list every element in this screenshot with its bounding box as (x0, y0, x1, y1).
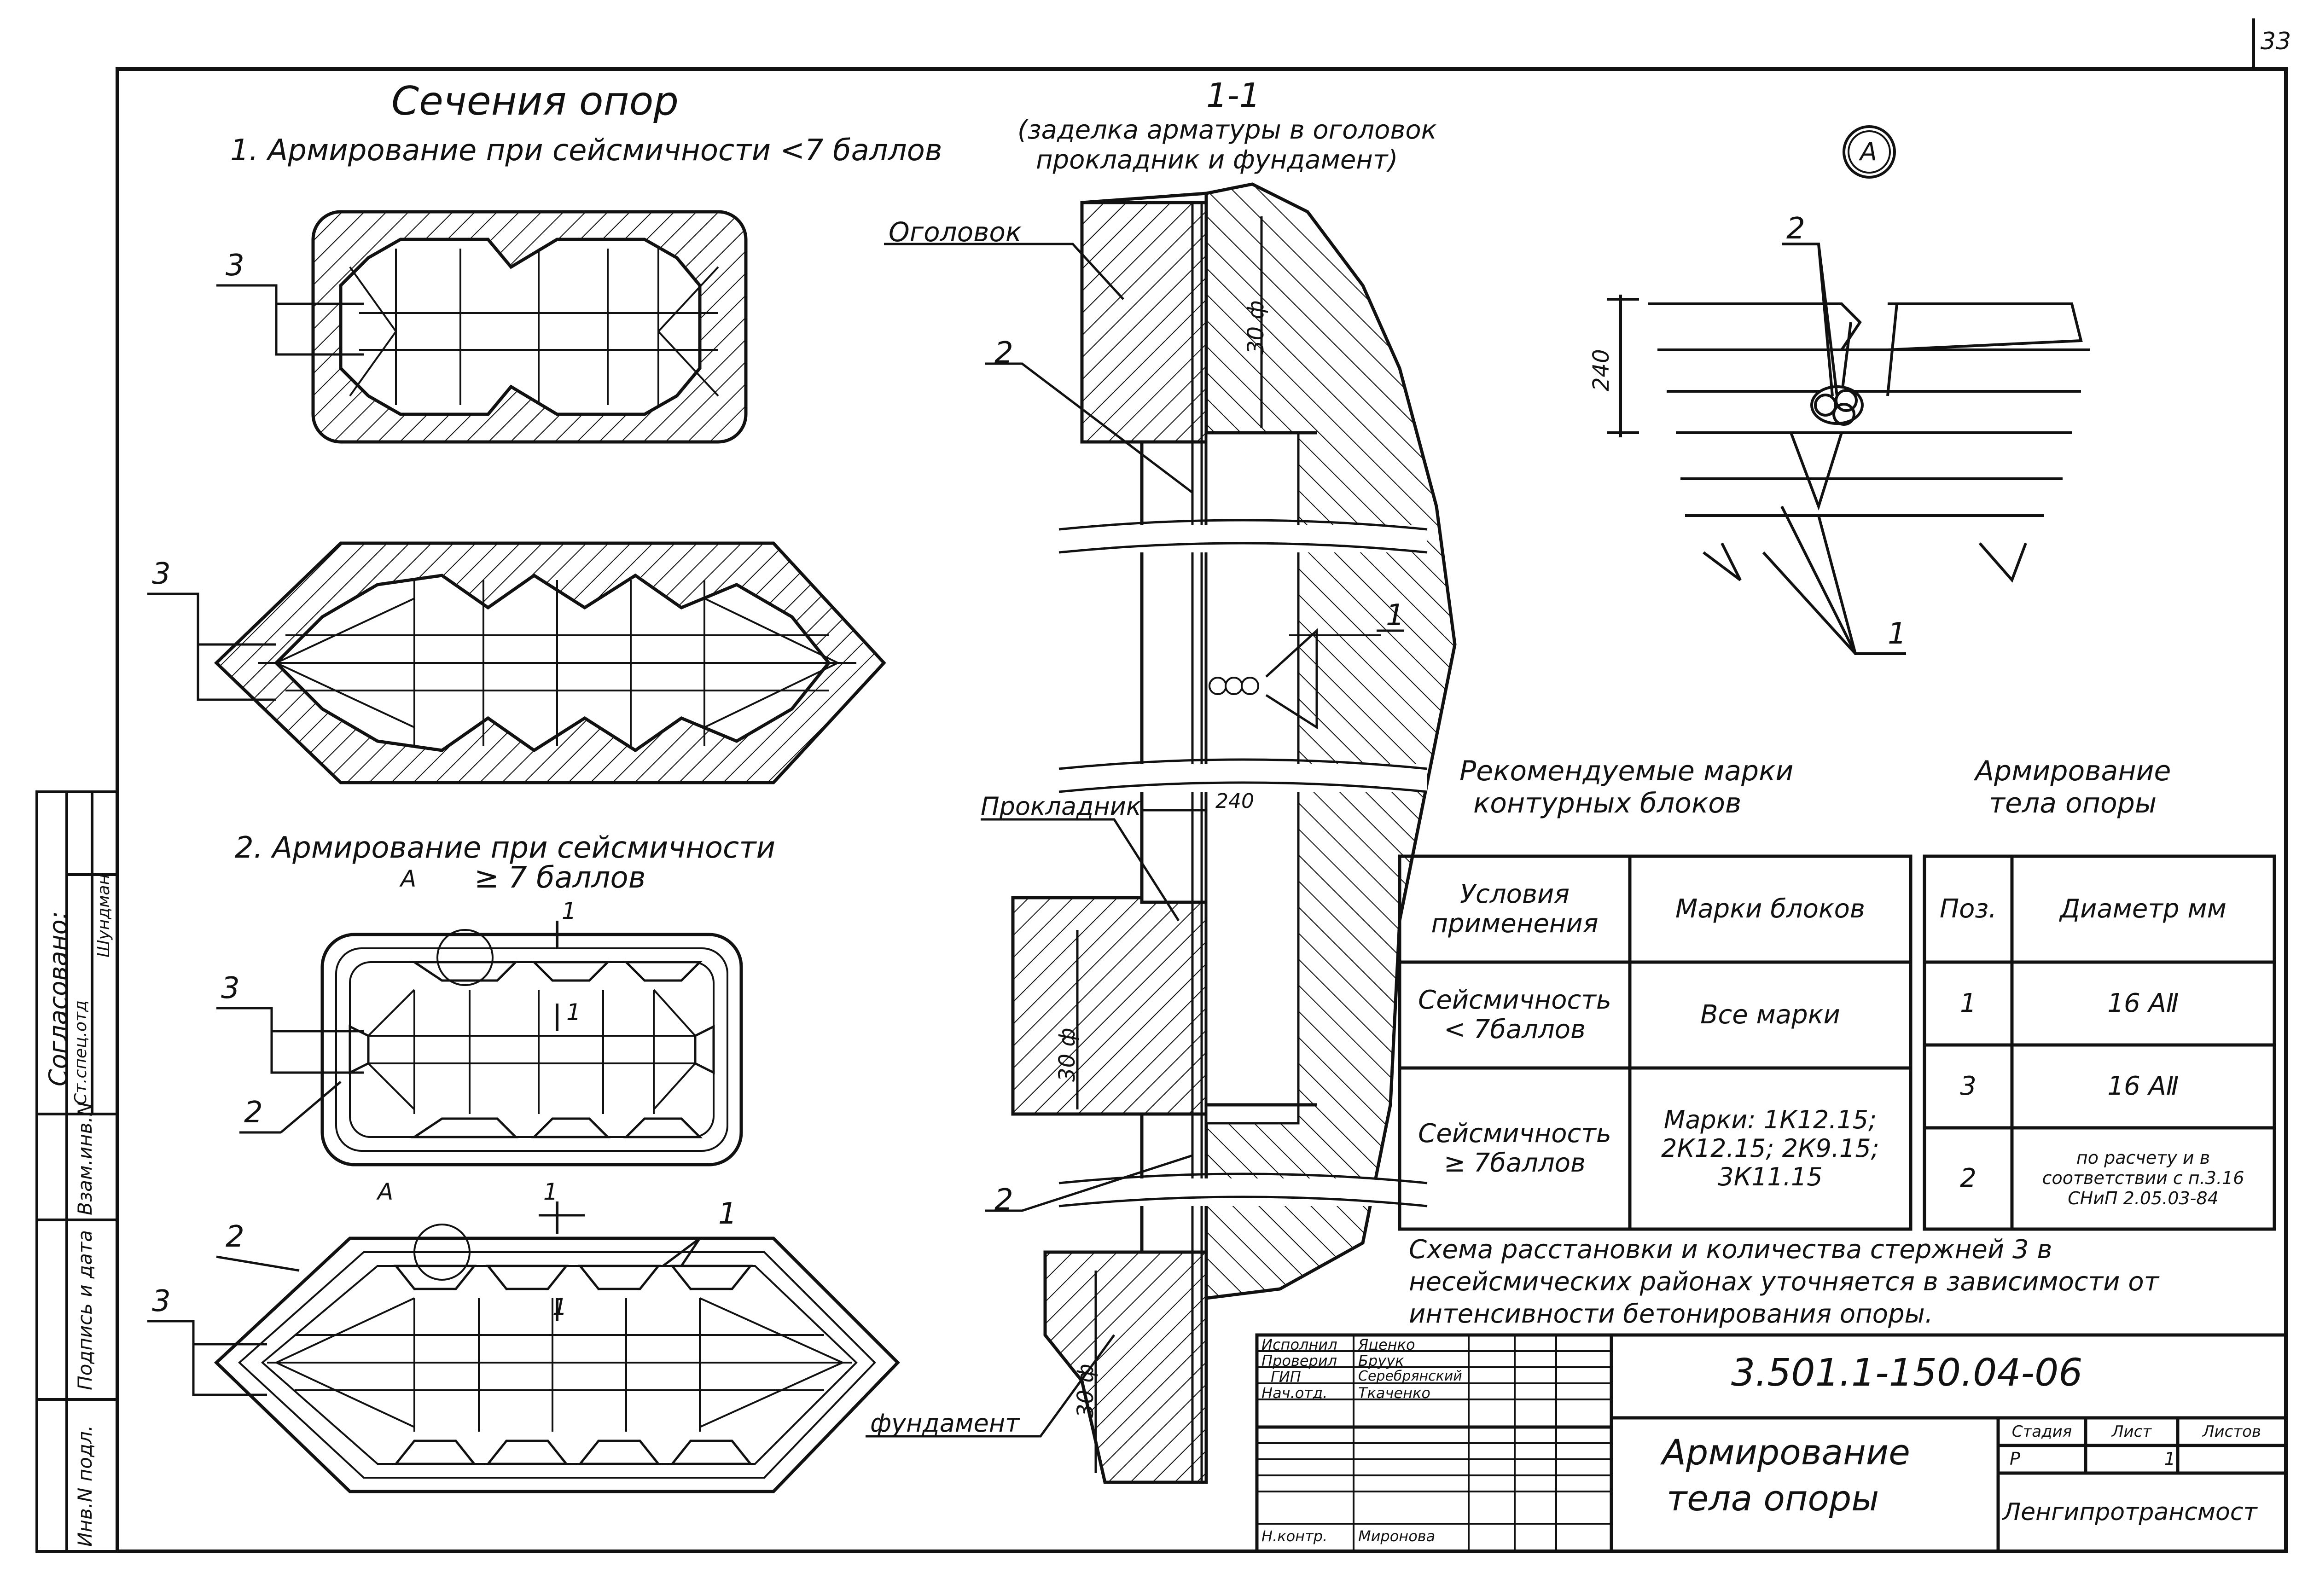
rec-title-1: Рекомендуемые марки (1459, 755, 1794, 787)
table-rebar-grid (1923, 854, 2276, 1231)
label-fundament: фундамент (870, 1409, 1020, 1438)
tb-title-1: Армирование (1662, 1432, 1910, 1473)
t1-r1-cond: Сейсмичность < 7баллов (1418, 985, 1611, 1045)
t1-r2-marks: Марки: 1К12.15; 2К12.15; 2К9.15; 3К11.15 (1661, 1105, 1879, 1192)
tb-role-4: Н.контр. (1261, 1527, 1328, 1545)
tb-drawing-code: 3.501.1-150.04-06 (1731, 1351, 2083, 1395)
cut-title: 1-1 (1206, 76, 1261, 115)
dim-30phi-top: 30 ф (1243, 300, 1269, 354)
side-sign-date: Подпись и дата (74, 1230, 96, 1390)
tb-stage-header: Стадия (2011, 1422, 2072, 1441)
t2-r1-pos: 1 (1960, 988, 1976, 1018)
t2-r1-diam: 16 АⅡ (2107, 988, 2179, 1018)
tb-sheets-header: Листов (2202, 1422, 2261, 1441)
cut-mark-1b: 1 (566, 999, 581, 1026)
detail-a-label: А (1860, 137, 1877, 166)
t2-r3-diam: по расчету и в соответствии с п.3.16 СНи… (2042, 1148, 2244, 1208)
marker-3-sec2a: 3 (221, 971, 240, 1005)
dim-30phi-mid: 30 ф (1054, 1027, 1080, 1082)
tb-sheet-header: Лист (2111, 1422, 2152, 1441)
marker-3-sec1a: 3 (226, 249, 244, 283)
tb-name-1: Бруук (1358, 1352, 1404, 1370)
sections-title: Сечения опор (391, 78, 679, 124)
t1-r1-marks: Все марки (1700, 999, 1840, 1030)
label-ogolovok: Оголовок (889, 216, 1022, 248)
marker-3-sec2b: 3 (152, 1284, 171, 1318)
arm-title-2: тела опоры (1989, 787, 2157, 819)
tb-name-4: Миронова (1358, 1527, 1436, 1545)
tb-role-0: Исполнил (1261, 1336, 1337, 1353)
tb-name-0: Яценко (1358, 1336, 1415, 1353)
detail-a (1607, 125, 2090, 655)
marker-1-sec2b: 1 (718, 1197, 737, 1231)
section2-subtitle: ≥ 7 баллов (474, 861, 646, 895)
callout-a-top: А (401, 865, 417, 892)
side-stamp-frame (35, 790, 119, 1553)
t1-r2-cond: Сейсмичность ≥ 7баллов (1418, 1118, 1611, 1178)
sheet-number: 33 (2261, 28, 2291, 55)
t1-header-conditions: Условия применения (1431, 879, 1599, 939)
marker-3-sec1b: 3 (152, 557, 171, 591)
side-inv-orig: Инв.N подл. (74, 1425, 96, 1547)
side-agreed: Согласовано: (44, 911, 73, 1086)
section1-title: 1. Армирование при сейсмичности <7 балло… (230, 133, 942, 168)
section2-title: 2. Армирование при сейсмичности (235, 831, 776, 865)
section-rect-high-seismic (216, 921, 743, 1167)
cut-mark-1a: 1 (562, 898, 576, 924)
t2-header-pos: Поз. (1940, 894, 1997, 924)
tb-name-2: Серебрянский (1358, 1368, 1462, 1384)
tb-role-1: Проверил (1261, 1352, 1337, 1370)
cut-mark-1c: 1 (543, 1178, 558, 1205)
marker-2-sec2a: 2 (244, 1096, 263, 1130)
tb-stage-value: Р (2010, 1449, 2020, 1469)
tb-organization: Ленгипротрансмост (2003, 1498, 2257, 1526)
note-text: Схема расстановки и количества стержней … (1409, 1235, 2159, 1329)
cut-marker-1: 1 (1386, 598, 1405, 633)
side-replace-inv: Взам.инв.N (74, 1102, 96, 1215)
t1-header-marks: Марки блоков (1675, 894, 1865, 924)
dim-240-cut: 240 (1215, 789, 1254, 813)
side-signer: Шундман (94, 874, 113, 958)
tb-sheet-value: 1 (2164, 1449, 2175, 1469)
section-rect-low-seismic (216, 210, 748, 444)
tb-title-2: тела опоры (1667, 1478, 1879, 1519)
cut-subtitle-1: (заделка арматуры в оголовок (1017, 115, 1437, 145)
table-blocks-grid (1398, 854, 1913, 1231)
title-block-grid (1255, 1333, 2288, 1553)
side-specialist: Ст.спец.отд (71, 1000, 90, 1105)
arm-title-1: Армирование (1975, 755, 2171, 787)
section-oct-high-seismic (147, 1201, 900, 1493)
dim-30phi-bot: 30 ф (1073, 1364, 1099, 1418)
marker-2-sec2b: 2 (226, 1220, 244, 1254)
t2-r3-pos: 2 (1960, 1163, 1976, 1193)
detail-dim-240: 240 (1588, 349, 1614, 391)
detail-marker-1: 1 (1888, 617, 1907, 651)
cut-marker-2b: 2 (994, 1183, 1013, 1217)
callout-a-bottom: А (378, 1178, 394, 1205)
tb-sheets-value (2180, 1447, 2284, 1472)
tb-role-3: Нач.отд. (1261, 1384, 1328, 1402)
cut-subtitle-2: прокладник и фундамент) (1036, 145, 1398, 175)
rec-title-2: контурных блоков (1473, 787, 1742, 819)
tb-name-3: Ткаченко (1358, 1384, 1430, 1402)
label-prokladnik: Прокладник (981, 792, 1141, 821)
cut-1-1 (866, 182, 1457, 1484)
t2-header-diam: Диаметр мм (2060, 894, 2226, 924)
t2-r2-diam: 16 АⅡ (2107, 1071, 2179, 1101)
section-oct-low-seismic (147, 541, 886, 784)
cut-mark-1d: 1 (552, 1294, 567, 1320)
cut-marker-2a: 2 (994, 336, 1013, 370)
t2-r2-pos: 3 (1960, 1071, 1976, 1101)
detail-marker-2: 2 (1786, 212, 1805, 246)
tb-role-2: ГИП (1271, 1368, 1301, 1386)
